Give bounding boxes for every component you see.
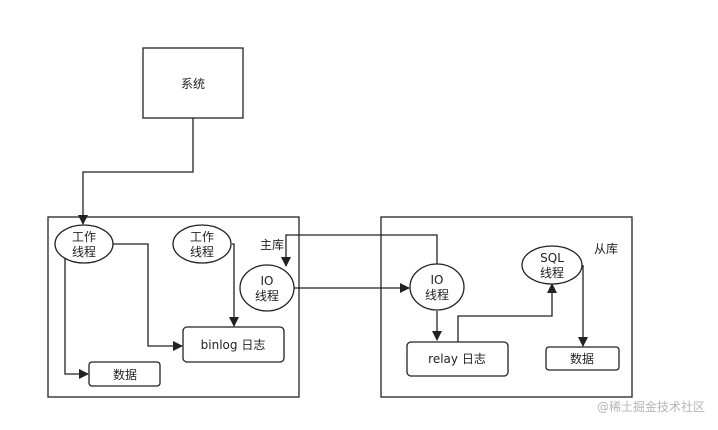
master-io-thread xyxy=(239,264,295,312)
master-worker-thread-1 xyxy=(54,224,114,264)
slave-label: 从库 xyxy=(594,241,618,256)
slave-data-label: 数据 xyxy=(570,351,594,366)
slave-container xyxy=(380,216,633,398)
arrow-slave-io-to-master-io xyxy=(281,234,438,267)
slave-data-box xyxy=(545,346,620,371)
master-label: 主库 xyxy=(260,237,284,252)
slave-io-thread xyxy=(409,263,465,311)
binlog-box xyxy=(182,326,285,363)
master-container xyxy=(47,216,300,398)
arrow-system-to-worker1 xyxy=(78,118,194,225)
connectors xyxy=(64,118,588,379)
relay-log-label: relay 日志 xyxy=(428,352,486,366)
slave-sql-thread-line1: SQL xyxy=(540,251,564,265)
slave-sql-thread-line2: 线程 xyxy=(540,265,564,280)
master-io-thread-line2: 线程 xyxy=(255,288,279,303)
arrow-worker2-to-binlog xyxy=(229,243,239,327)
master-worker-thread-2-line2: 线程 xyxy=(190,244,214,259)
slave-sql-thread xyxy=(521,245,583,285)
arrow-worker1-to-binlog xyxy=(113,243,183,351)
master-data-label: 数据 xyxy=(113,367,137,382)
master-worker-thread-1-line2: 线程 xyxy=(72,244,96,259)
arrow-relay-to-sql xyxy=(457,283,557,342)
master-io-thread-line1: IO xyxy=(261,274,274,288)
master-worker-thread-2 xyxy=(172,224,232,264)
master-data-box xyxy=(88,361,161,387)
slave-io-thread-line2: 线程 xyxy=(425,287,449,302)
slave-io-thread-line1: IO xyxy=(431,273,444,287)
binlog-label: binlog 日志 xyxy=(201,338,266,352)
master-worker-thread-2-line1: 工作 xyxy=(190,230,214,244)
system-label: 系统 xyxy=(181,77,205,91)
arrow-worker1-to-data xyxy=(64,257,89,379)
watermark: @稀土掘金技术社区 xyxy=(597,399,705,414)
master-worker-thread-1-line1: 工作 xyxy=(72,230,96,244)
relay-log-box xyxy=(406,341,509,377)
system-box xyxy=(142,47,244,119)
